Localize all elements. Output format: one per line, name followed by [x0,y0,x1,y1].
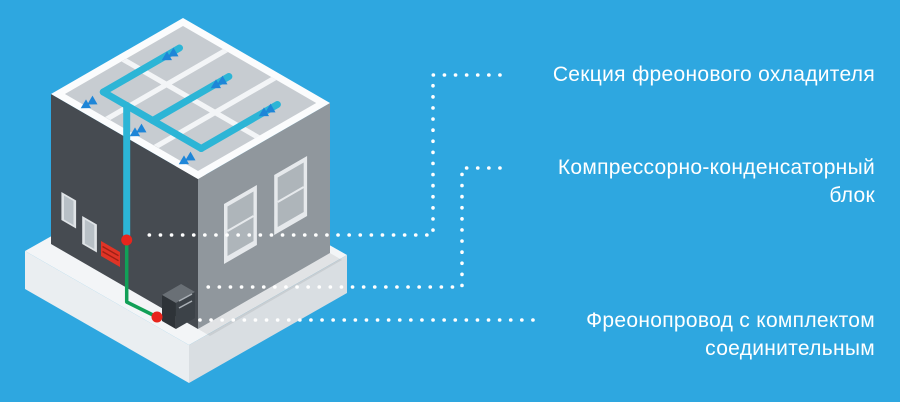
leader-lines [143,73,535,322]
label-freon-pipeline-line1: Фреонопровод с комплектом [586,309,875,332]
label-compressor-unit-line2: блок [829,184,875,207]
compressor-left-face [162,295,176,329]
label-cooler-section: Секция фреонового охладителя [553,61,875,89]
vent-body [101,241,120,267]
partition-wall-cross-1 [105,49,228,120]
leader-line-cooler-section [143,73,502,237]
label-compressor-unit: Компрессорно-конденсаторный блок [558,154,875,210]
refrigerant-pipe [124,238,159,319]
window-right-2 [274,156,308,235]
vent-slat [102,250,119,262]
label-freon-pipeline: Фреонопровод с комплектом соединительным [586,307,875,363]
compressor-top [162,284,195,303]
building-shadow [198,253,342,336]
window-bar [227,215,254,232]
label-cooler-section-text: Секция фреонового охладителя [552,63,875,86]
compressor-slat [178,293,193,302]
window-glass [64,195,74,225]
window-right-1 [224,185,257,264]
vent-grille [101,241,120,267]
compressor-unit [162,284,195,329]
wall-right [198,103,330,329]
marker-pipeline [151,311,163,323]
vent-slat [102,245,119,257]
label-freon-pipeline-line2: соединительным [705,337,875,360]
marker-cooler [121,234,133,246]
window-glass [84,219,95,249]
window-left-1 [61,192,77,229]
leader-line-compressor-unit [198,166,502,289]
connection-markers [121,234,163,323]
partition-wall-cross-2 [153,77,277,148]
window-left-2 [82,216,97,253]
base-left-face [25,251,189,383]
label-compressor-unit-line1: Компрессорно-конденсаторный [557,156,875,179]
window-bar [277,186,305,203]
compressor-slat [178,300,193,309]
